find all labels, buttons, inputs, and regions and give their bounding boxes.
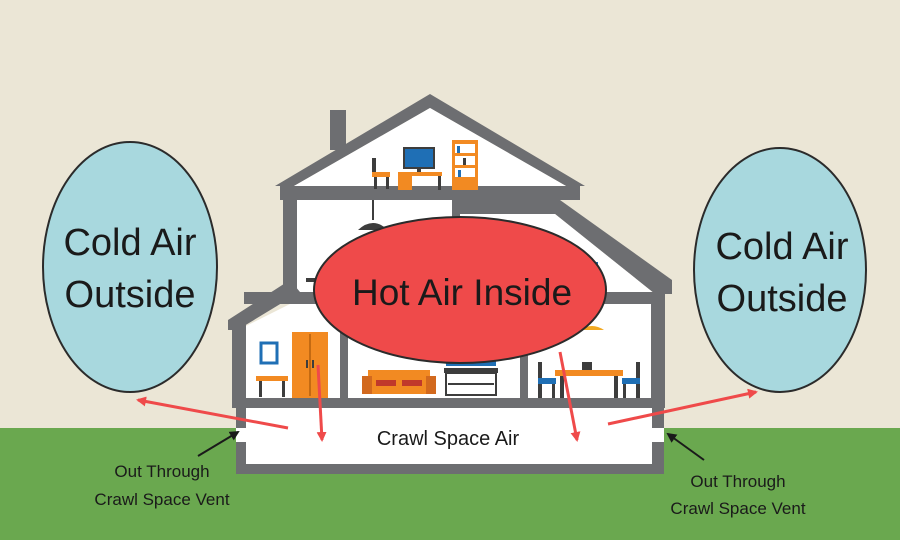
lower-right-wall bbox=[651, 294, 665, 408]
dining-table-icon bbox=[555, 362, 623, 398]
ground-floor-slab bbox=[232, 398, 665, 408]
lower-left-wall bbox=[232, 322, 246, 408]
upper-right-roof bbox=[457, 200, 672, 294]
airflow-arrows bbox=[136, 351, 758, 442]
out-arrow-left bbox=[136, 396, 289, 430]
cold-air-left-oval bbox=[42, 141, 218, 393]
lower-divider-left bbox=[340, 304, 348, 398]
right-cold-air-line1: Cold Air bbox=[715, 226, 848, 268]
right-vent-line1: Out Through bbox=[690, 472, 785, 491]
attic-furniture bbox=[372, 140, 478, 190]
sofa-icon bbox=[362, 370, 436, 394]
left-cold-air-line2: Outside bbox=[65, 274, 196, 316]
attic-roof bbox=[275, 94, 585, 186]
left-vent-line2: Crawl Space Vent bbox=[94, 490, 229, 509]
crawl-space-label: Crawl Space Air bbox=[377, 428, 520, 450]
right-crawl-vent bbox=[652, 428, 664, 442]
left-cold-air-line1: Cold Air bbox=[63, 222, 196, 264]
chair-icon bbox=[622, 362, 640, 398]
right-vent-line2: Crawl Space Vent bbox=[670, 499, 805, 518]
side-cabinet bbox=[256, 376, 288, 397]
upper-divider bbox=[452, 200, 460, 222]
desk-icon bbox=[398, 172, 442, 190]
out-arrow-right bbox=[607, 388, 758, 426]
chimney bbox=[330, 110, 346, 150]
left-vent-line1: Out Through bbox=[114, 462, 209, 481]
picture-frame-icon bbox=[259, 341, 279, 365]
left-vent-pointer bbox=[197, 430, 240, 457]
right-cold-air-line2: Outside bbox=[717, 278, 848, 320]
hot-air-oval bbox=[313, 216, 607, 364]
down-arrow-right bbox=[558, 351, 581, 442]
computer-monitor-icon bbox=[403, 147, 435, 172]
crawl-space bbox=[246, 408, 652, 464]
cold-air-right-oval bbox=[693, 147, 867, 393]
wardrobe-icon bbox=[292, 332, 328, 398]
right-vent-pointer bbox=[666, 432, 705, 461]
upper-left-wall bbox=[283, 200, 297, 292]
chair-icon bbox=[372, 158, 390, 189]
down-arrow-left bbox=[316, 364, 327, 442]
lower-furniture bbox=[256, 326, 640, 398]
attic-floor bbox=[280, 186, 580, 200]
bookshelf-icon bbox=[452, 140, 478, 190]
chair-icon bbox=[538, 362, 556, 398]
hot-air-label: Hot Air Inside bbox=[352, 272, 572, 313]
left-crawl-vent bbox=[236, 428, 246, 442]
